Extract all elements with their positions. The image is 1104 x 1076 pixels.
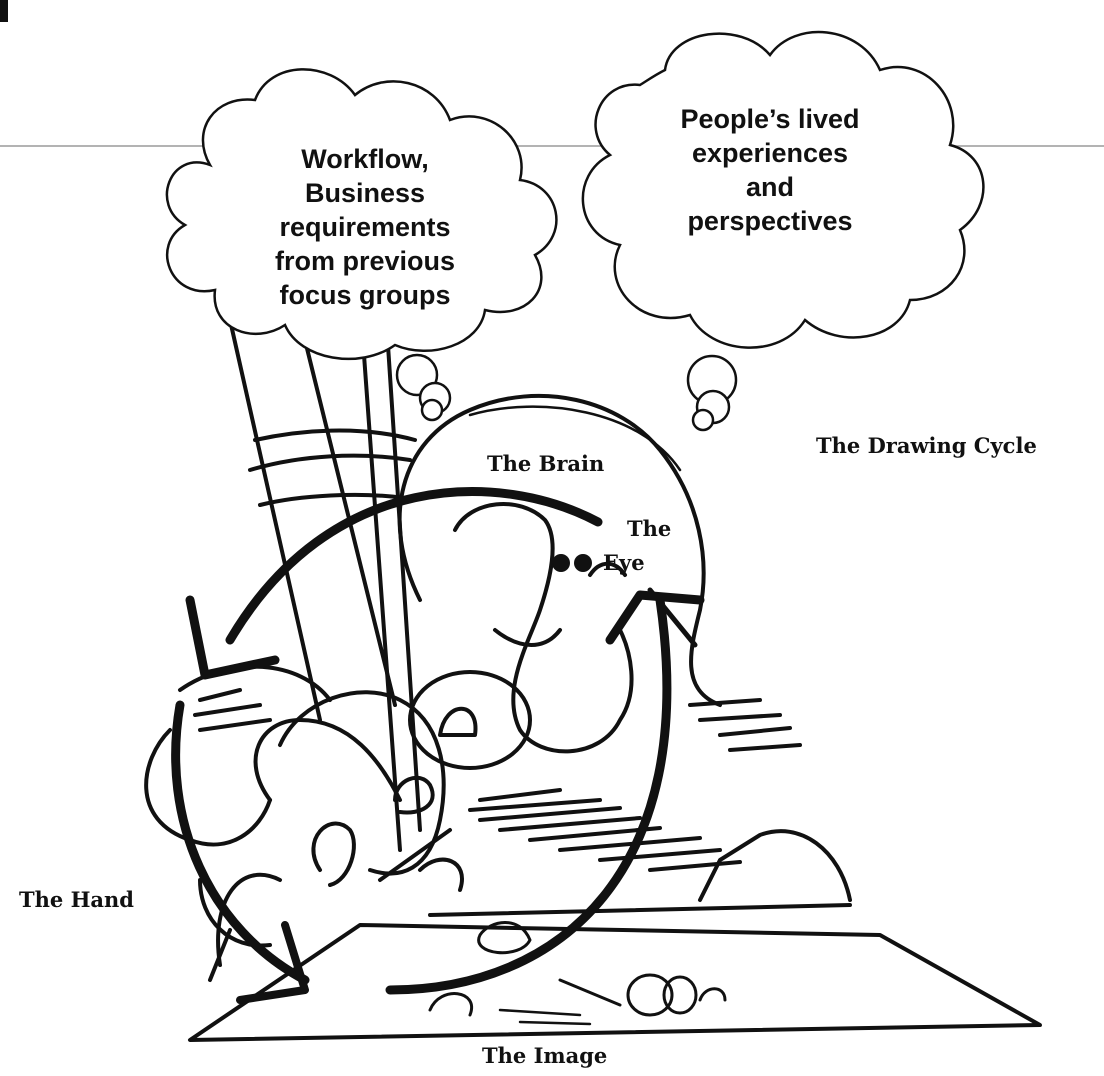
hand-outline bbox=[280, 692, 444, 873]
thought-cloud-right-text: People’s lived experiences and perspecti… bbox=[650, 102, 890, 238]
label-hand: The Hand bbox=[19, 887, 134, 912]
cloud-left-line: from previous bbox=[274, 246, 456, 276]
corner-marker bbox=[0, 0, 8, 22]
cloud-left-line: requirements bbox=[279, 212, 451, 242]
arrow-hand-to-image bbox=[176, 705, 305, 980]
face-outline bbox=[455, 504, 632, 751]
cloud-left-line: Business bbox=[304, 178, 426, 208]
thought-cloud-right bbox=[583, 32, 984, 430]
arrow-image-to-eye bbox=[390, 600, 667, 990]
cloud-right-line: and bbox=[745, 172, 794, 202]
label-image: The Image bbox=[482, 1043, 608, 1068]
cloud-right-line: People’s lived bbox=[680, 104, 860, 134]
table-edge bbox=[430, 905, 850, 915]
person-drawing-sketch bbox=[146, 300, 1040, 1040]
cycle-arrows bbox=[176, 492, 700, 1000]
shoulder-outline bbox=[146, 730, 270, 844]
arm-line-left bbox=[230, 320, 320, 720]
hatching bbox=[195, 690, 800, 870]
cloud-right-line: perspectives bbox=[687, 206, 853, 236]
label-eye-line2: Eye bbox=[603, 550, 645, 575]
label-brain: The Brain bbox=[487, 451, 605, 476]
arrow-brain-to-hand bbox=[230, 492, 598, 640]
thought-cloud-left bbox=[167, 69, 556, 420]
eye-dot-right bbox=[574, 554, 592, 572]
eye-dot-left bbox=[552, 554, 570, 572]
cloud-left-line: Workflow, bbox=[301, 144, 429, 174]
head-outline bbox=[400, 396, 720, 705]
thought-cloud-left-text: Workflow, Business requirements from pre… bbox=[245, 142, 485, 312]
cloud-left-line: focus groups bbox=[279, 280, 451, 310]
mouth-ellipse bbox=[410, 672, 530, 768]
paper-sheet bbox=[190, 925, 1040, 1040]
diagram-title: The Drawing Cycle bbox=[816, 433, 1037, 458]
cloud-right-line: experiences bbox=[691, 138, 849, 168]
label-eye-line1: The bbox=[627, 516, 672, 541]
